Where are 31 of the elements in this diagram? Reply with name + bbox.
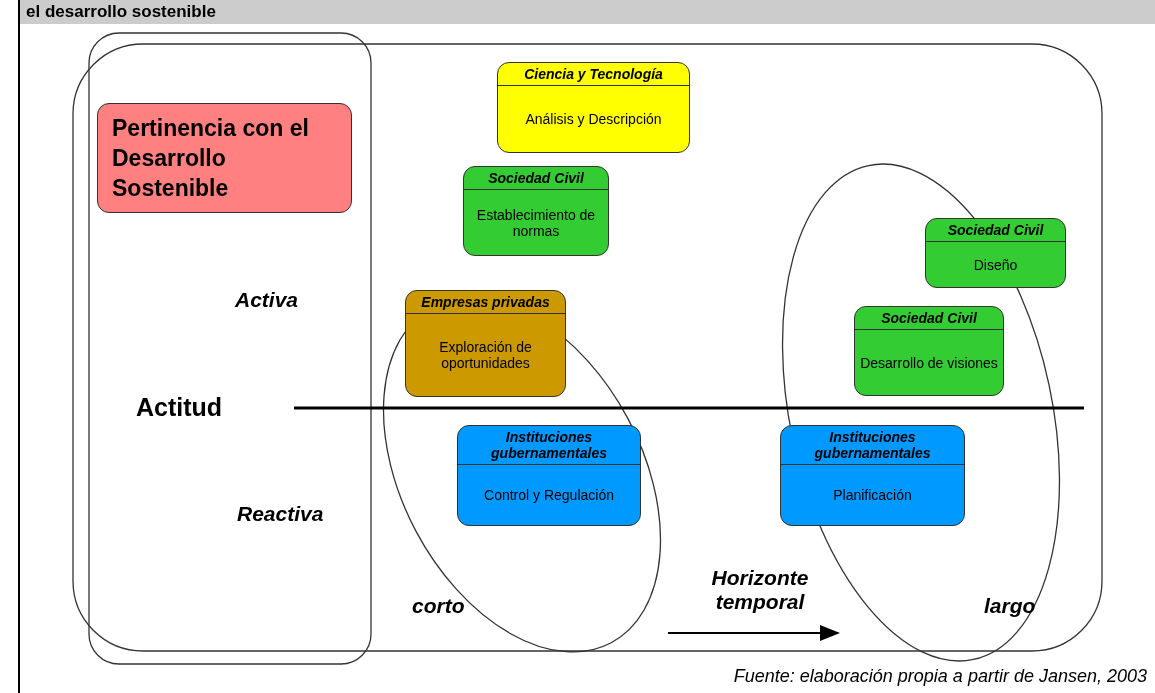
box-text: Exploración de oportunidades	[438, 338, 533, 373]
actor-box	[854, 306, 1004, 396]
box-text: Análisis y Descripción	[524, 110, 663, 129]
box-heading: Sociedad Civil	[926, 219, 1065, 242]
axis-label: Reactiva	[237, 502, 324, 526]
box-heading: Sociedad Civil	[464, 167, 608, 190]
box-text: Control y Regulación	[483, 486, 615, 505]
actor-box	[463, 166, 609, 256]
box-heading: Sociedad Civil	[855, 307, 1003, 330]
axis-label: largo	[984, 594, 1036, 618]
box-text: Diseño	[972, 255, 1019, 275]
box-text: Pertinencia con el Desarrollo Sostenible	[111, 114, 310, 203]
axis-label: Activa	[235, 288, 299, 312]
actor-box	[405, 290, 566, 397]
title-text: el desarrollo sostenible	[26, 2, 216, 22]
box-heading: Empresas privadas	[406, 291, 565, 314]
actor-box	[780, 425, 965, 526]
box-heading: Instituciones gubernamentales	[781, 426, 964, 465]
axis-label: Actitud	[136, 393, 223, 422]
box-text: Planificación	[832, 486, 913, 505]
box-text: Desarrollo de visiones	[859, 353, 999, 373]
source-note: Fuente: elaboración propia a partir de Jansen, 2003	[733, 666, 1147, 687]
actor-box	[497, 62, 690, 153]
axis-label: Horizonte temporal	[710, 566, 810, 615]
actor-box	[925, 218, 1066, 288]
box-heading: Instituciones gubernamentales	[458, 426, 640, 465]
axis-label: corto	[412, 594, 465, 618]
actor-box	[457, 425, 641, 526]
box-heading: Ciencia y Tecnología	[498, 63, 689, 86]
highlight-box	[97, 103, 352, 213]
box-text: Establecimiento de normas	[475, 205, 597, 241]
